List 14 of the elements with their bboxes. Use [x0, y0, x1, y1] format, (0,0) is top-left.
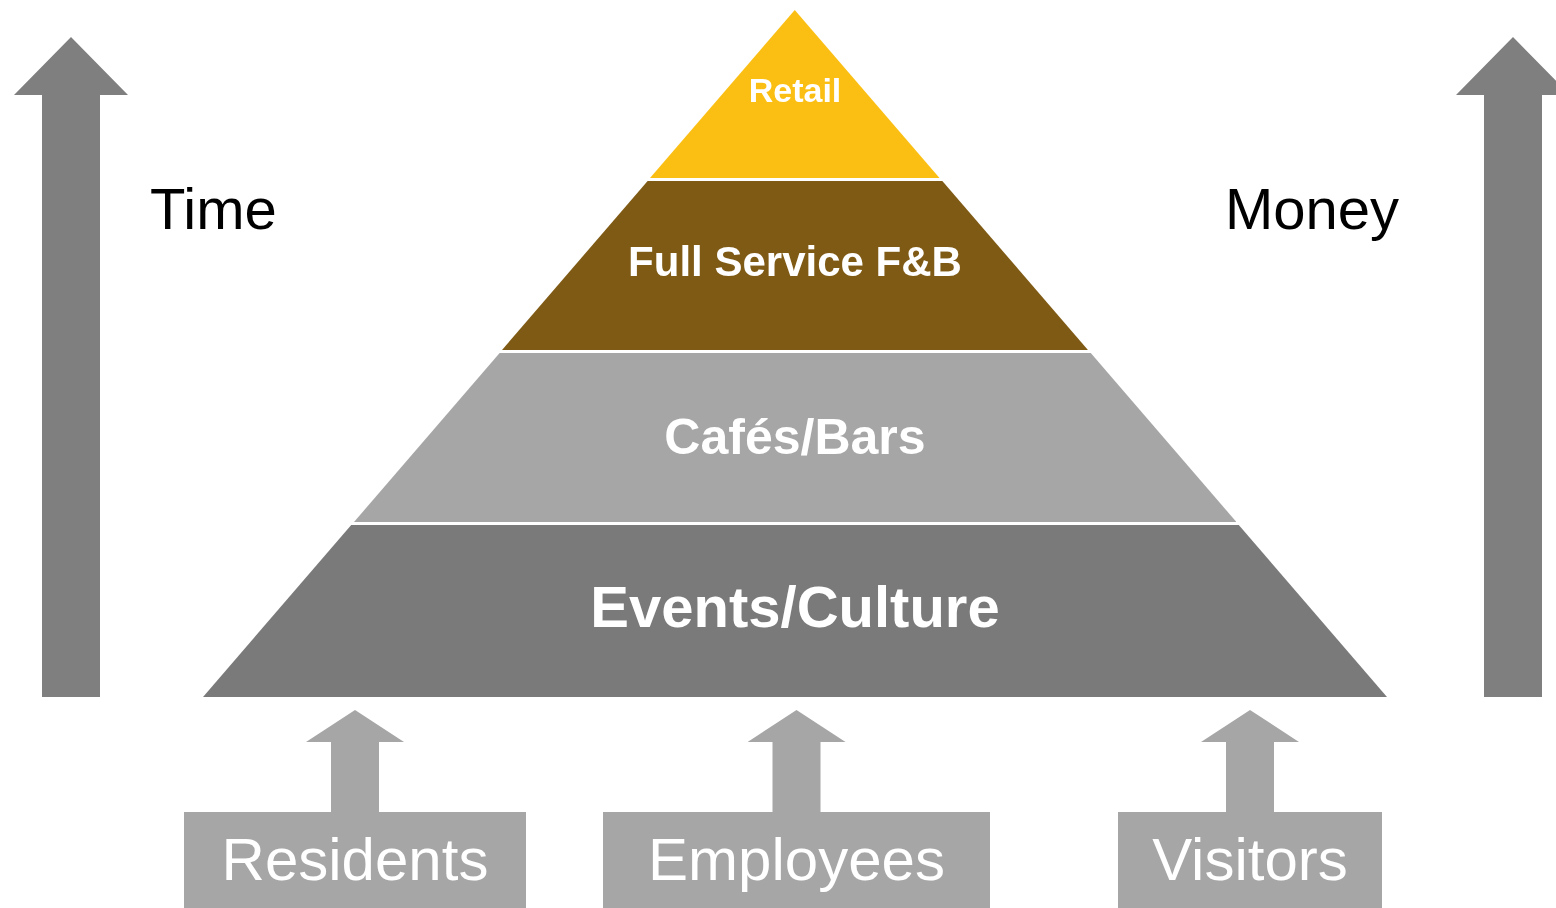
- tier-label: Retail: [748, 73, 842, 107]
- block-arrow: [1201, 710, 1299, 812]
- group-label: Employees: [648, 830, 945, 890]
- tier-label: Events/Culture: [590, 578, 1000, 636]
- group-box: [184, 812, 526, 908]
- group-box: [603, 812, 990, 908]
- tier-label: Full Service F&B: [628, 241, 962, 283]
- group-box: [1118, 812, 1382, 908]
- tier-label: Cafés/Bars: [664, 412, 926, 462]
- axis-label: Time: [150, 180, 277, 238]
- group-label: Residents: [221, 830, 489, 890]
- block-arrow: [747, 710, 846, 812]
- group-label: Visitors: [1152, 830, 1348, 890]
- block-arrow: [306, 710, 404, 812]
